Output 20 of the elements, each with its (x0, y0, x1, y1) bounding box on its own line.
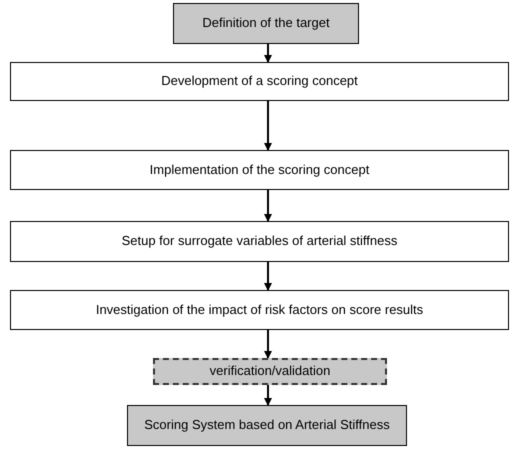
process-box (10, 221, 509, 262)
box-label: Definition of the target (202, 15, 330, 32)
box-label: Development of a scoring concept (161, 73, 358, 90)
result-box (127, 405, 407, 446)
box-label: Investigation of the impact of risk factors on score results (96, 302, 424, 318)
arrow (264, 385, 272, 406)
arrow (264, 262, 272, 291)
box-label: Implementation of the scoring concept (150, 162, 370, 178)
box-label: Scoring System based on Arterial Stiffness (144, 417, 390, 434)
check-box (153, 358, 387, 385)
process-box (10, 150, 509, 190)
arrow (264, 44, 272, 63)
box-label: verification/validation (210, 363, 330, 380)
arrow (264, 330, 272, 359)
start-box (173, 3, 359, 44)
arrow (264, 101, 272, 151)
arrow (264, 190, 272, 222)
process-box (10, 290, 509, 330)
process-box (10, 62, 509, 101)
box-label: Setup for surrogate variables of arterial stiffness (122, 233, 398, 250)
